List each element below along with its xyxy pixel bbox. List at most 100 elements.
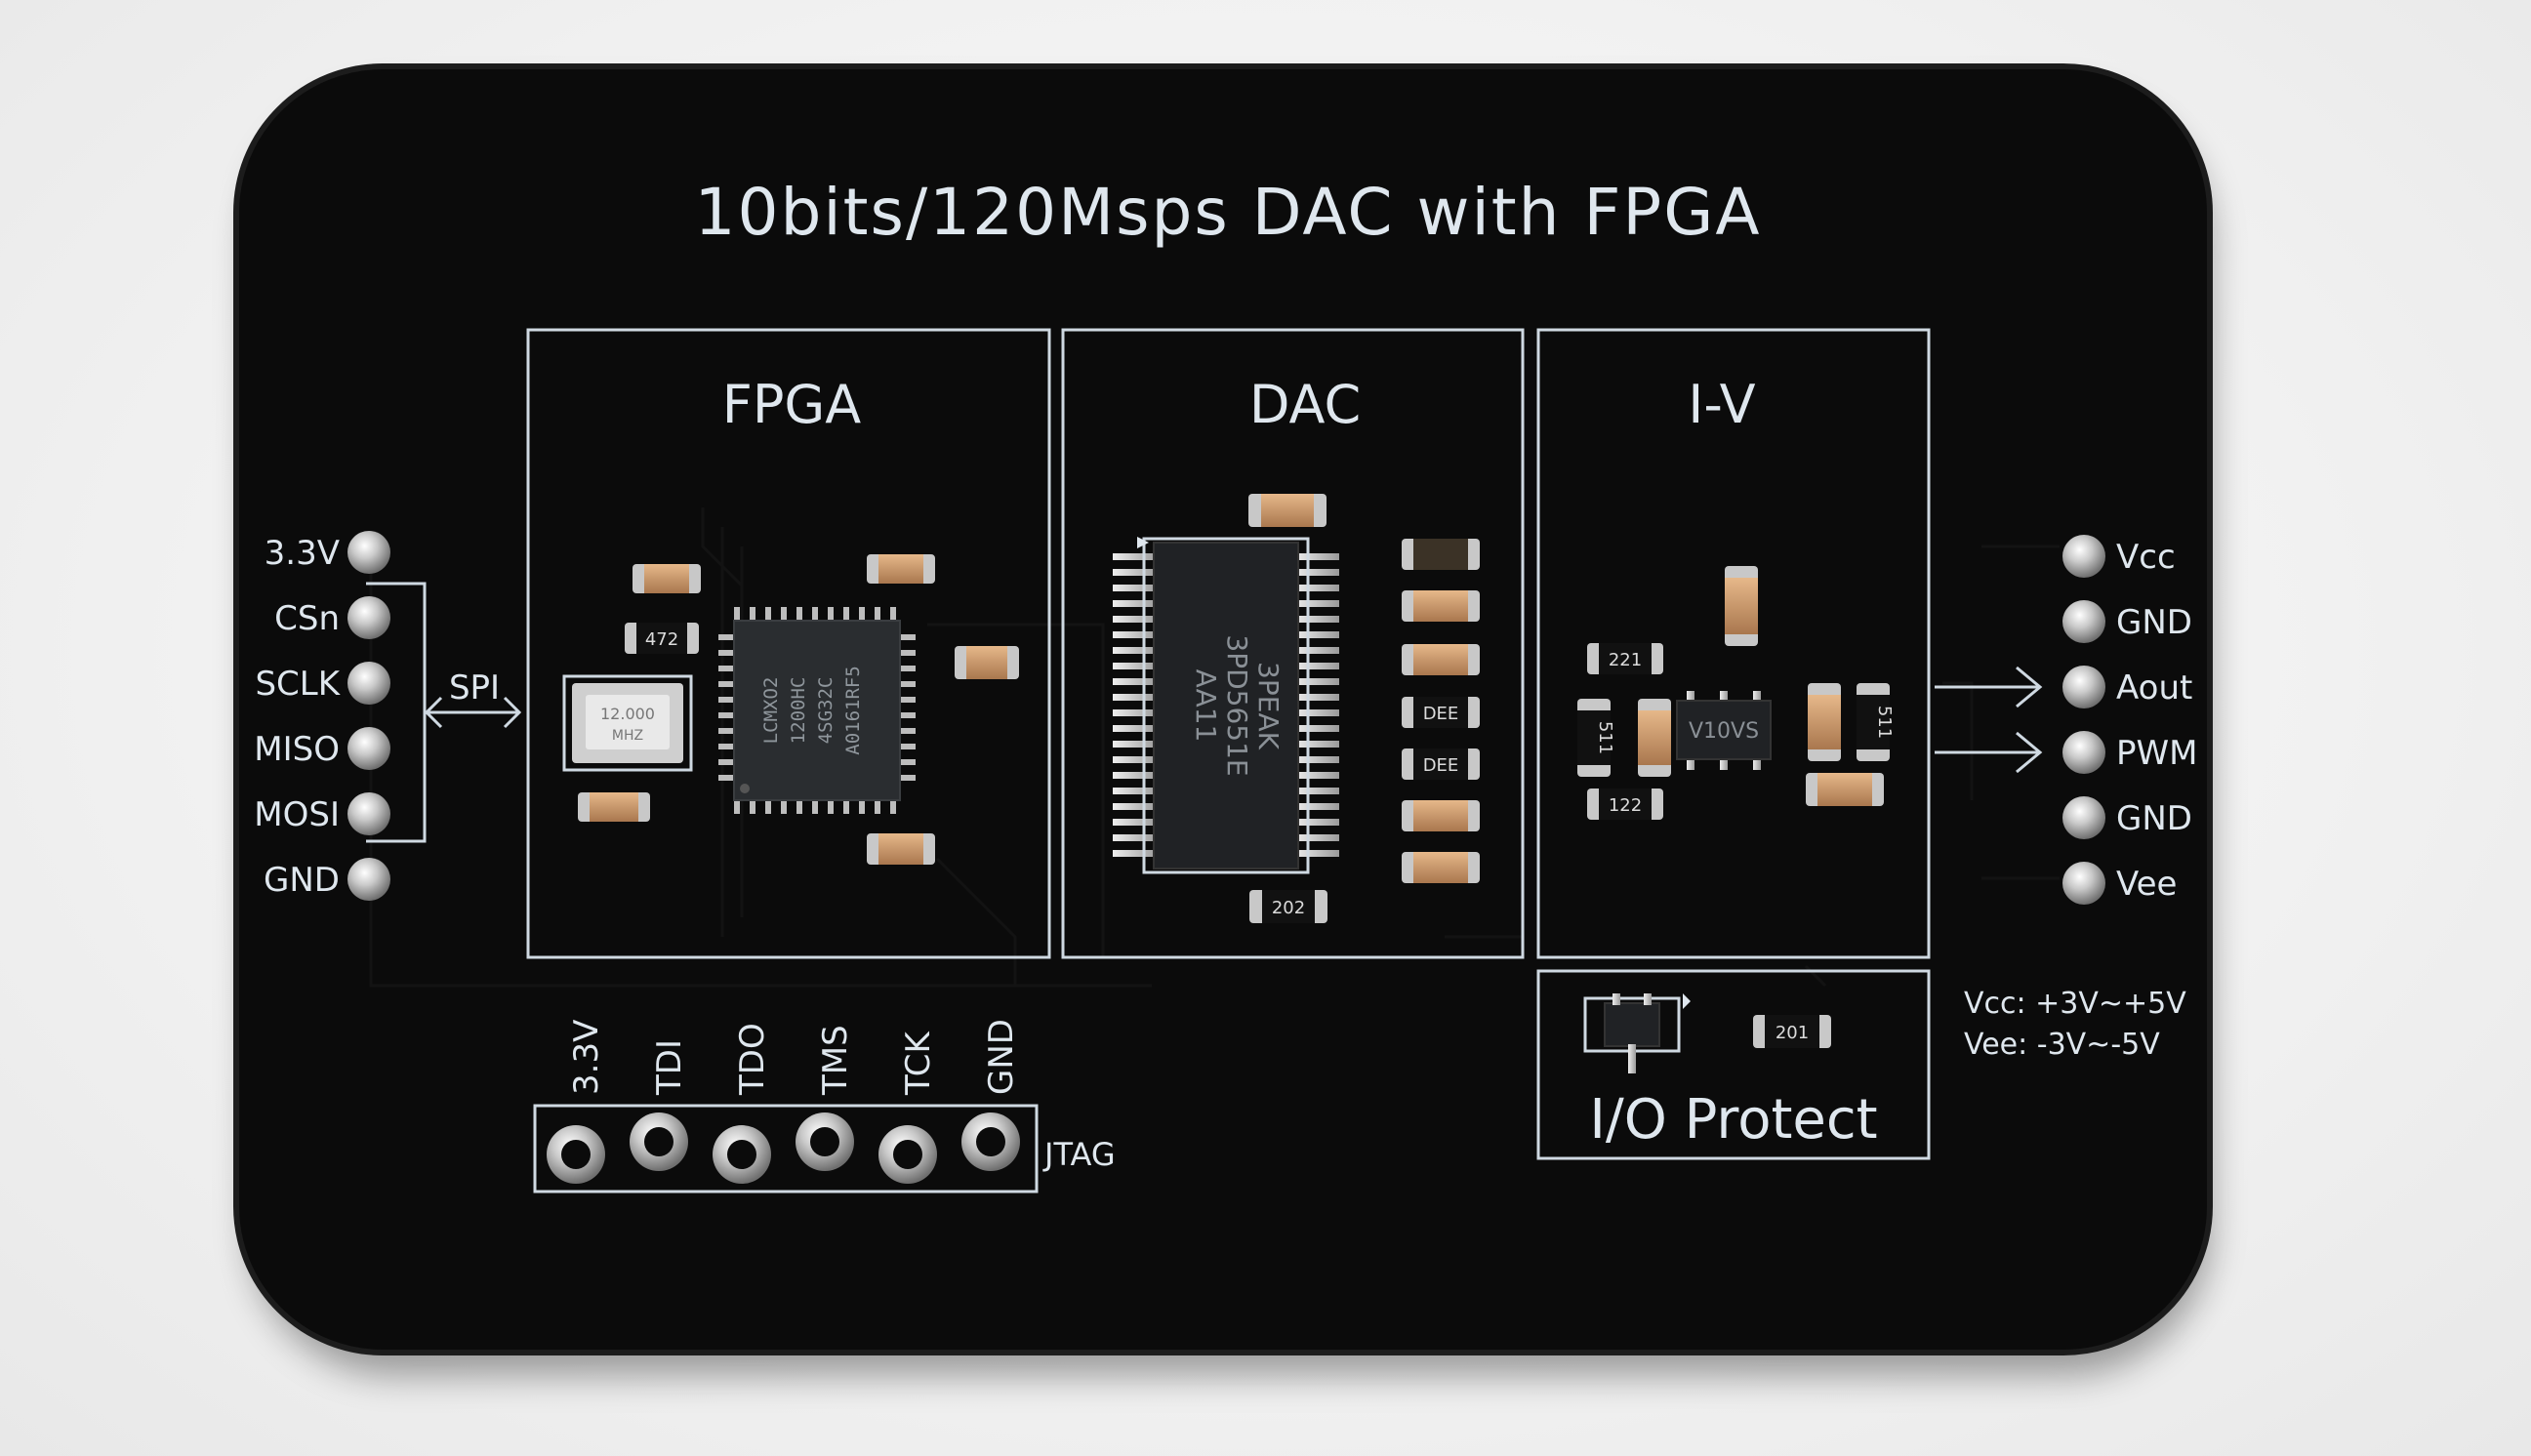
smd-capacitor: [867, 833, 935, 865]
header-pad: [2062, 600, 2105, 643]
protection-diode: [1583, 993, 1691, 1073]
jtag-label: JTAG: [1042, 1136, 1116, 1173]
aout-arrow: [1935, 666, 2043, 708]
smd-resistor: DEE: [1402, 748, 1480, 780]
dac-chip: 3PEAK 3PD5651E AA11: [1113, 537, 1339, 874]
header-pad: [2062, 862, 2105, 905]
pcb-traces: [369, 507, 2060, 988]
smd-resistor: 511: [1577, 699, 1615, 777]
left-pin-label: MOSI: [254, 795, 340, 834]
smd-resistor: 472: [625, 623, 699, 654]
jtag-pin-label: TDI: [650, 1039, 689, 1096]
protect-section-label: I/O Protect: [1589, 1088, 1877, 1152]
right-pin-label: GND: [2116, 799, 2192, 838]
smd-capacitor: [1402, 852, 1480, 883]
vee-range-note: Vee: -3V~-5V: [1964, 1028, 2160, 1062]
resistor-marking: 202: [1272, 898, 1305, 918]
jtag-pin-label: TDO: [733, 1023, 772, 1096]
right-pin-label: Aout: [2116, 668, 2192, 708]
smd-capacitor: [1808, 683, 1841, 761]
fpga-marking-line: A0161RF5: [842, 666, 864, 755]
right-pin-label: Vcc: [2116, 538, 2176, 577]
jtag-pin-label: TCK: [899, 1030, 938, 1096]
right-pin-label: Vee: [2116, 865, 2177, 904]
jtag-hole: [878, 1125, 937, 1184]
crystal-oscillator: 12.000 MHZ: [562, 674, 693, 772]
jtag-hole: [630, 1112, 688, 1171]
left-pin-label: SCLK: [255, 665, 341, 704]
smd-capacitor: [1725, 566, 1758, 646]
header-pad: [2062, 666, 2105, 708]
jtag-hole: [961, 1112, 1020, 1171]
jtag-pin-label: GND: [982, 1019, 1021, 1095]
smd-resistor: 201: [1753, 1015, 1831, 1048]
jtag-header: JTAG 3.3V TDI TDO TMS TCK GND: [533, 1019, 1116, 1193]
header-pad: [347, 531, 390, 574]
jtag-pin-label: TMS: [816, 1025, 855, 1096]
right-pin-label: PWM: [2116, 734, 2197, 773]
smd-capacitor: [1402, 800, 1480, 831]
jtag-pin-label: 3.3V: [567, 1020, 606, 1095]
fpga-section-label: FPGA: [722, 374, 861, 435]
smd-resistor: 511: [1857, 683, 1895, 761]
fpga-marking-line: 1200HC: [788, 677, 809, 745]
header-pad: [2062, 535, 2105, 578]
resistor-marking: 511: [1595, 721, 1615, 754]
fpga-section-box: [526, 328, 1051, 959]
dac-marking-line: AA11: [1190, 669, 1222, 743]
resistor-marking: 511: [1874, 706, 1895, 739]
smd-resistor: 122: [1587, 789, 1663, 820]
smd-capacitor: [578, 792, 650, 822]
protect-section-box: [1536, 969, 1931, 1160]
smd-capacitor: [1402, 644, 1480, 675]
header-pad: [2062, 731, 2105, 774]
dac-section-box: [1061, 328, 1525, 959]
fpga-chip: LCMXO2 1200HC 4SG32C A0161RF5: [718, 607, 916, 814]
smd-capacitor: [1402, 590, 1480, 622]
crystal-marking-line: 12.000: [600, 705, 655, 723]
fpga-marking-line: 4SG32C: [815, 677, 837, 745]
dac-marking-line: 3PD5651E: [1221, 634, 1253, 776]
resistor-marking: DEE: [1423, 755, 1459, 776]
header-pad: [347, 792, 390, 835]
vcc-range-note: Vcc: +3V~+5V: [1964, 987, 2186, 1021]
pwm-arrow: [1935, 731, 2043, 774]
right-pin-label: GND: [2116, 603, 2192, 642]
crystal-marking-line: MHZ: [612, 728, 643, 744]
smd-capacitor: [1248, 494, 1327, 527]
resistor-marking: DEE: [1423, 704, 1459, 724]
resistor-marking: 201: [1776, 1023, 1809, 1043]
header-pad: [347, 662, 390, 705]
left-pin-label: CSn: [274, 599, 340, 638]
header-pad: [347, 596, 390, 639]
jtag-hole: [713, 1125, 771, 1184]
jtag-hole: [547, 1125, 605, 1184]
header-pad: [2062, 796, 2105, 839]
resistor-marking: 221: [1609, 650, 1642, 670]
dac-section-label: DAC: [1249, 374, 1361, 435]
left-header: SPI 3.3V CSn SCLK MISO MOSI GND: [254, 531, 522, 901]
smd-capacitor: [1638, 699, 1671, 777]
spi-bus-label: SPI: [449, 668, 500, 708]
resistor-marking: 472: [645, 629, 678, 650]
iv-section-box: [1536, 328, 1931, 959]
opamp-chip: V10VS: [1676, 691, 1772, 770]
smd-capacitor: [1402, 539, 1480, 570]
left-pin-label: MISO: [254, 730, 340, 769]
right-header: Vcc GND Aout PWM GND Vee Vcc: +3V~+5V Ve…: [1935, 535, 2197, 1062]
opamp-marking: V10VS: [1689, 719, 1759, 744]
left-pin-label: 3.3V: [265, 534, 340, 573]
smd-resistor: 221: [1587, 643, 1663, 674]
dac-marking-line: 3PEAK: [1252, 662, 1285, 750]
resistor-marking: 122: [1609, 795, 1642, 816]
header-pad: [347, 858, 390, 901]
header-pad: [347, 727, 390, 770]
smd-capacitor: [867, 554, 935, 584]
jtag-hole: [796, 1112, 854, 1171]
smd-resistor: 202: [1249, 890, 1327, 923]
iv-section-label: I-V: [1688, 374, 1755, 435]
left-pin-label: GND: [264, 861, 340, 900]
board-title: 10bits/120Msps DAC with FPGA: [694, 175, 1761, 250]
smd-resistor: DEE: [1402, 697, 1480, 728]
